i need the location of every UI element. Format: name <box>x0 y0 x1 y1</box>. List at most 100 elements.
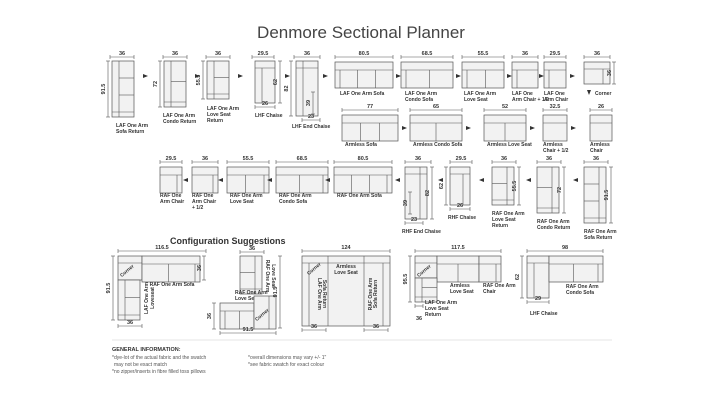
cfg4-ls-label: Love Seat <box>450 289 474 295</box>
cfg1-dim-b-label: 36 <box>127 320 133 326</box>
cfg3-loveseat-label: Love Seat <box>334 270 358 276</box>
piece-rhf-end-chaise-caption-0: RHF End Chaise <box>402 229 441 235</box>
dim-armless-love-seat-w-label: 52 <box>502 104 508 110</box>
arrow-row3-3 <box>267 178 272 182</box>
piece-raf-one-arm-love-seat-return-caption-0: RAF One Arm <box>492 211 525 217</box>
arrow-row2-0 <box>402 126 407 130</box>
piece-armless-chair-half-caption-1: Chair + 1/2 <box>543 148 569 154</box>
cfg2-label-1: Love Seat <box>270 264 276 288</box>
piece-raf-one-arm-condo-return-caption-1: Condo Return <box>537 225 570 231</box>
dim-raf-one-arm-chair-w-label: 29.5 <box>166 156 177 162</box>
cfg5-raf-condo-outline <box>548 255 604 283</box>
dim-raf-one-arm-sofa-w-label: 80.5 <box>358 156 369 162</box>
arrow-row2-1 <box>466 126 471 130</box>
dim-rhf-chaise-extra-label: 26 <box>457 203 463 209</box>
arrow-row2-2 <box>530 126 535 130</box>
cfg2-label-0: RAF One Arm <box>264 260 270 293</box>
cfg3-dim-w-label: 124 <box>341 245 351 251</box>
arrow-2 <box>195 74 200 78</box>
piece-lhf-chaise-outline <box>254 60 276 104</box>
piece-laf-one-arm-sofa-return-caption-0: LAF One Arm <box>116 123 149 129</box>
cfg4-laf-return-label: Return <box>425 312 441 318</box>
cfg5-raf-label: RAF One Arm <box>566 284 599 290</box>
dim-lhf-chaise-d-label: 62 <box>273 79 279 85</box>
page-title: Denmore Sectional Planner <box>257 23 465 42</box>
general-info-right-2: *see fabric swatch for exact colour <box>248 362 324 368</box>
dim-laf-chair-half-w-label: 36 <box>522 51 528 57</box>
piece-raf-one-arm-sofa-return-outline <box>583 166 607 224</box>
cfg1-laf-return-outline <box>117 279 141 321</box>
cfg4-dim-w-label: 117.5 <box>451 245 464 251</box>
arrow-row3-6 <box>438 178 443 182</box>
piece-laf-one-arm-condo-return-outline <box>163 60 187 108</box>
arrow-row2-3 <box>571 126 576 130</box>
cfg2-corner <box>253 295 277 330</box>
piece-raf-one-arm-chair-half-caption-2: + 1/2 <box>192 205 203 211</box>
piece-laf-one-arm-chair-half-caption-1: Arm Chair + 1/2 <box>512 97 549 103</box>
dim-laf-chair-w-label: 29.5 <box>550 51 561 57</box>
piece-laf-one-arm-sofa-caption-0: LAF One Arm Sofa <box>340 91 384 97</box>
dim-rhf-end-chaise-extra2-label: 39 <box>403 200 409 206</box>
piece-raf-one-arm-sofa-outline <box>333 166 393 194</box>
piece-corner-outline <box>583 61 611 85</box>
dim-laf-ls-return-w-label: 36 <box>215 51 221 57</box>
cfg1-dim-d-label: 91.5 <box>106 283 112 294</box>
piece-armless-chair-half-outline <box>542 114 568 142</box>
dim-lhf-end-chaise-d-label: 82 <box>284 85 290 91</box>
dim-raf-one-arm-condo-sofa-w-label: 68.5 <box>297 156 308 162</box>
dim-armless-sofa-w-label: 77 <box>367 104 373 110</box>
piece-laf-one-arm-condo-sofa-outline <box>400 61 454 89</box>
cfg2-label-3: Love Seat <box>235 296 259 302</box>
arrow-4 <box>285 74 290 78</box>
piece-raf-one-arm-condo-return-outline <box>536 166 560 214</box>
cfg5-condo-label: Condo Sofa <box>566 290 594 296</box>
piece-raf-one-arm-love-seat-caption-1: Love Seat <box>230 199 254 205</box>
arrow-5 <box>323 74 328 78</box>
piece-laf-one-arm-chair-caption-0: LAF One <box>544 91 565 97</box>
dim-raf-one-arm-chair-half-w-label: 36 <box>202 156 208 162</box>
piece-laf-one-arm-love-seat-caption-1: Love Seat <box>464 97 488 103</box>
piece-armless-sofa-caption-0: Armless Sofa <box>345 142 377 148</box>
cfg4-chair-label: Chair <box>483 289 496 295</box>
arrow-row3-r2 <box>573 178 578 182</box>
cfg1-raf-sofa-label: RAF One Arm Sofa <box>150 282 195 288</box>
cfg3-outline <box>301 255 391 327</box>
piece-laf-one-arm-condo-return-caption-1: Condo Return <box>163 119 196 125</box>
piece-lhf-chaise-caption-0: LHF Chaise <box>255 113 283 119</box>
dim-laf-condo-sofa-w-label: 68.5 <box>422 51 433 57</box>
cfg4-dim-d-label: 95.5 <box>403 274 409 285</box>
dim-laf-ls-w-label: 55.5 <box>478 51 489 57</box>
piece-raf-one-arm-chair-half-caption-0: RAF One <box>192 193 214 199</box>
piece-raf-one-arm-chair-caption-1: Arm Chair <box>160 199 184 205</box>
piece-raf-one-arm-love-seat-return-caption-1: Love Seat <box>492 217 516 223</box>
cfg1-raf-sofa-outline <box>141 255 201 283</box>
cfg3-dim-br-label: 36 <box>373 324 379 330</box>
cfg1-laf-label: LAF One Arm <box>144 281 150 314</box>
dim-raf-one-arm-condo-return-d-label: 72 <box>557 187 563 193</box>
piece-laf-one-arm-love-seat-outline <box>461 61 505 89</box>
dim-rhf-end-chaise-w-label: 36 <box>415 156 421 162</box>
piece-armless-sofa-outline <box>341 114 399 142</box>
cfg1-dim-h-label: 36 <box>197 265 203 271</box>
piece-laf-one-arm-love-seat-return-caption-0: LAF One Arm <box>207 106 240 112</box>
arrow-3 <box>238 74 243 78</box>
piece-raf-one-arm-condo-sofa-caption-1: Condo Sofa <box>279 199 307 205</box>
piece-armless-chair-half-caption-0: Armless <box>543 142 563 148</box>
cfg2-raf-return-top-outline <box>239 255 263 295</box>
dim-armless-condo-sofa-w-label: 65 <box>433 104 439 110</box>
arrow-row3-r1 <box>526 178 531 182</box>
piece-armless-chair-caption-0: Armless <box>590 142 610 148</box>
arrow-1 <box>143 74 148 78</box>
cfg5-dim-d-label: 62 <box>515 274 521 280</box>
piece-armless-love-seat-caption-0: Armless Love Seat <box>487 142 532 148</box>
cfg3-raf-return-label: Sofa Return <box>373 280 379 308</box>
piece-raf-one-arm-sofa-return-caption-1: Sofa Return <box>584 235 612 241</box>
piece-laf-one-arm-sofa-outline <box>334 61 394 89</box>
piece-raf-one-arm-chair-half-outline <box>191 166 219 194</box>
dim-armless-chair-half-w-label: 32.5 <box>550 104 561 110</box>
cfg2-label-2: RAF One Arm <box>235 290 268 296</box>
arrow-row3-2 <box>218 178 223 182</box>
cfg5-dim-b-label: 29 <box>535 296 541 302</box>
arrow-row3-1 <box>183 178 188 182</box>
